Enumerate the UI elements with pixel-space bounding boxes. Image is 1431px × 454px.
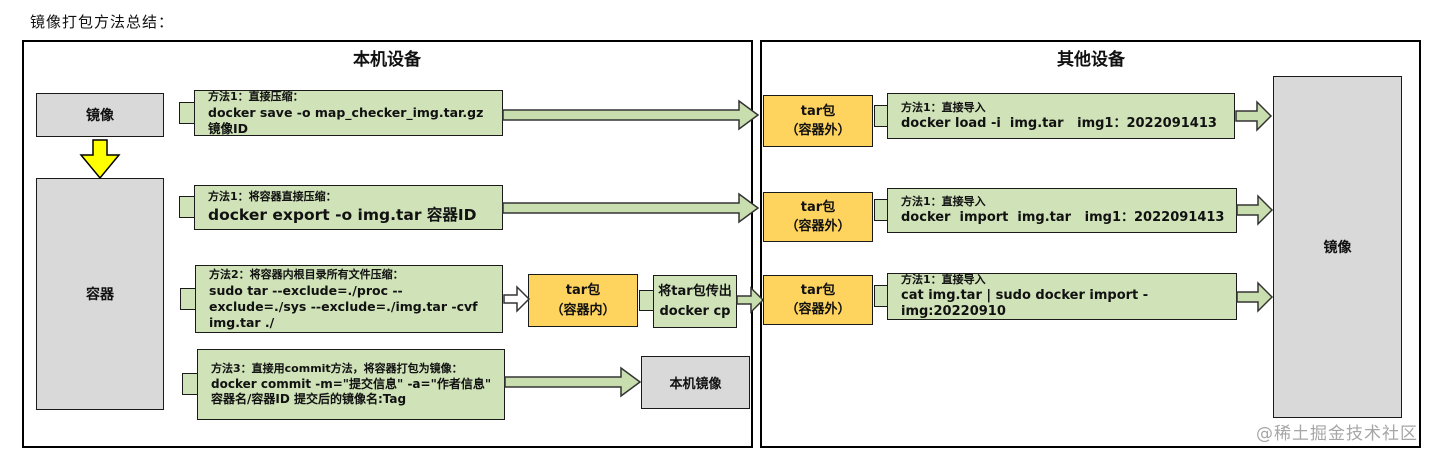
tar-outside-box-2: tar包 （容器外） — [763, 192, 873, 242]
method-heading: 方法1：直接导入 — [901, 100, 986, 114]
tar-inside-sublabel: （容器内） — [550, 302, 616, 318]
method-command: docker save -o map_checker_img.tar.gz 镜像… — [208, 104, 497, 136]
container-box: 容器 — [36, 178, 164, 410]
tar-outside-sublabel: （容器外） — [785, 123, 851, 138]
method-heading: 方法3：直接用commit方法，将容器打包为镜像： — [211, 361, 463, 375]
method-command: docker export -o img.tar 容器ID — [208, 206, 477, 225]
method-heading: 方法2：将容器内根目录所有文件压缩： — [209, 267, 404, 281]
image-to-container-arrow-icon — [79, 139, 121, 180]
method-box-commit: 方法3：直接用commit方法，将容器打包为镜像： docker commit … — [197, 349, 505, 420]
tar-inside-label: tar包 — [565, 283, 601, 298]
tar-outside-box-3: tar包 （容器外） — [763, 275, 873, 325]
load-to-image-arrow-icon — [1235, 100, 1273, 132]
tar-to-package-arrow-icon — [503, 285, 531, 313]
import-to-image-arrow-icon — [1236, 194, 1274, 226]
docker-cp-label: 将tar包传出 — [658, 284, 732, 299]
method-heading: 方法1：直接压缩： — [208, 89, 304, 103]
method-heading: 方法1：直接导入 — [901, 272, 986, 286]
method-box-import: 方法1：直接导入 docker import img.tar img1：2022… — [887, 188, 1237, 233]
cp-to-other-device-arrow-icon — [736, 286, 765, 314]
tar-outside-label: tar包 — [800, 282, 836, 298]
method-command: sudo tar --exclude=./proc --exclude=./sy… — [209, 282, 482, 331]
method-command: cat img.tar | sudo docker import - img:2… — [901, 287, 1153, 320]
page-title: 镜像打包方法总结： — [30, 13, 175, 31]
save-to-tar-arrow-icon — [502, 99, 760, 131]
tar-outside-label: tar包 — [800, 199, 836, 215]
method-command: docker load -i img.tar img1：2022091413 — [901, 115, 1217, 131]
watermark: @稀土掘金技术社区 — [1256, 424, 1418, 444]
local-panel-title: 本机设备 — [353, 50, 421, 70]
method-box-export: 方法1：将容器直接压缩： docker export -o img.tar 容器… — [194, 185, 503, 230]
image-box-local-label: 镜像 — [86, 108, 114, 124]
method-box-load: 方法1：直接导入 docker load -i img.tar img1：202… — [887, 93, 1235, 139]
cat-to-image-arrow-icon — [1236, 281, 1274, 313]
container-box-label: 容器 — [86, 287, 114, 303]
other-panel-title: 其他设备 — [1057, 50, 1125, 70]
method-box-save: 方法1：直接压缩： docker save -o map_checker_img… — [194, 90, 503, 136]
image-box-local: 镜像 — [36, 93, 164, 137]
docker-cp-command: docker cp — [659, 303, 731, 319]
tar-outside-sublabel: （容器外） — [785, 219, 851, 234]
method-heading: 方法1：将容器直接压缩： — [208, 190, 337, 204]
method-command: docker commit -m="提交信息" -a="作者信息" 容器名/容器… — [211, 376, 496, 407]
export-to-tar-arrow-icon — [502, 192, 760, 224]
method-command: docker import img.tar img1：2022091413 — [901, 210, 1225, 226]
image-box-other-label: 镜像 — [1323, 240, 1352, 256]
method-heading: 方法1：直接导入 — [901, 195, 986, 209]
image-box-other: 镜像 — [1273, 76, 1402, 418]
tar-outside-box-1: tar包 （容器外） — [763, 95, 873, 147]
local-image-result-box: 本机镜像 — [641, 356, 750, 409]
local-image-result-label: 本机镜像 — [669, 377, 722, 392]
tar-outside-label: tar包 — [800, 103, 836, 119]
tar-outside-sublabel: （容器外） — [785, 302, 851, 317]
method-box-cat-import: 方法1：直接导入 cat img.tar | sudo docker impor… — [887, 273, 1237, 320]
tar-inside-box: tar包 （容器内） — [528, 274, 638, 327]
method-box-tar: 方法2：将容器内根目录所有文件压缩： sudo tar --exclude=./… — [195, 265, 503, 333]
docker-cp-box: 将tar包传出 docker cp — [653, 275, 737, 328]
commit-to-local-image-arrow-icon — [504, 366, 642, 398]
